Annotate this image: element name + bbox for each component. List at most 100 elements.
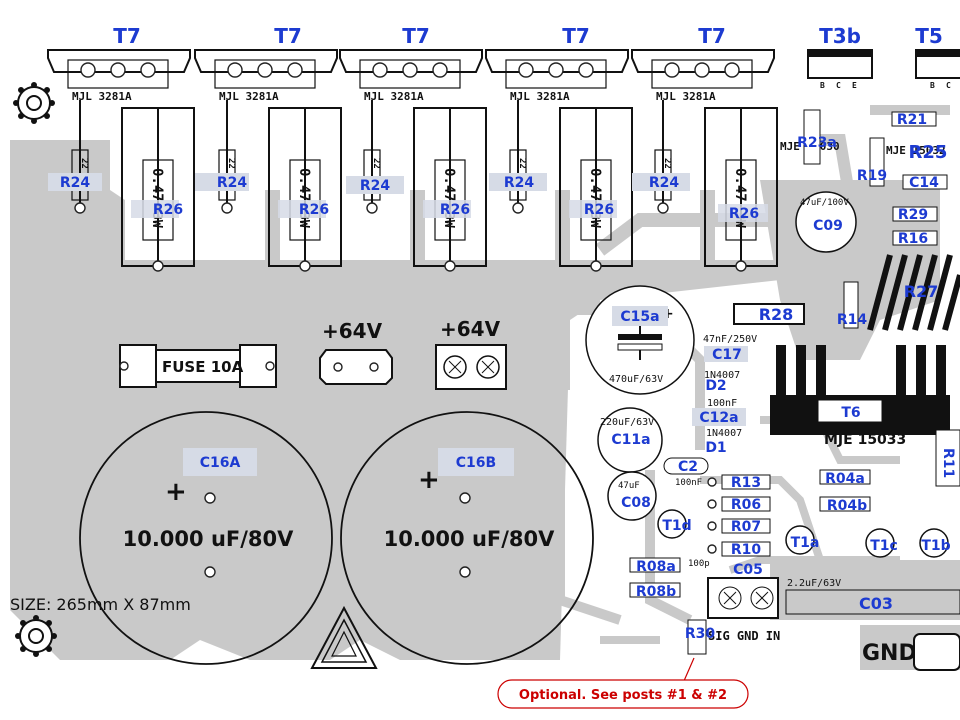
resistor-r27-coil: R27 [867,254,960,331]
r16-label: R16 [898,231,928,247]
t1b-label: T1b [921,538,950,554]
sig-gnd-label: SIG GND IN [708,629,780,643]
emitter-resistors: 22 1W R24 0.47 3W R26 22 1W R24 0.47 3W [48,100,778,272]
r04a-label: R04a [825,471,865,487]
header-t7-5: T7 [698,24,726,48]
svg-text:C: C [836,81,841,90]
header-t7-2: T7 [274,24,302,48]
c12a-label: C12a [699,410,738,426]
c2-value: 100nF [675,478,702,488]
c11a-label: C11a [611,432,650,448]
svg-text:B: B [930,81,935,90]
r11-label: R11 [940,448,956,478]
part-label: MJL 3281A [510,90,570,103]
driver-t5-part: MJE 15032 [886,144,946,157]
r24-value: 22 [79,158,89,169]
r27-label: R27 [904,282,939,301]
r24-value: 22 [371,158,381,169]
warning-triangle [310,605,378,669]
r19-label: R19 [857,168,887,184]
capacitor-c08: 47uF C08 [607,471,657,521]
r07-label: R07 [731,519,761,535]
header-t7-1: T7 [113,24,141,48]
c16a-label: C16A [200,455,241,471]
transistor-pkg-4: MJL 3281A [485,49,629,103]
driver-section: R23a R19 R21 R25 C14 R29 R16 47uF/100V C… [733,109,960,487]
r30-label: R30 [685,626,716,642]
r25-label: R25 [909,142,948,163]
c15a-label: C15a [620,309,659,325]
svg-text:E: E [852,81,857,90]
capacitor-c11a: 220uF/63V C11a [597,407,663,473]
emitter-group-3: 22 1W R24 0.47 3W R26 [346,100,487,272]
emitter-group-5: 22 1W R24 0.47 3W R26 [632,100,778,272]
mounting-hole-bottom [15,615,57,657]
r24-label: R24 [504,175,535,191]
r26-label: R26 [729,206,759,222]
svg-text:B: B [820,81,825,90]
d2-label: D2 [705,378,726,394]
r04b-label: R04b [827,498,867,514]
c14-label: C14 [909,175,939,191]
rail-connector-1: +64V [319,319,393,385]
r26-label: R26 [440,202,470,218]
r21-label: R21 [897,112,927,128]
rail-connector-2: +64V [435,317,507,390]
optional-callout[interactable]: Optional. See posts #1 & #2 [497,657,749,709]
emitter-group-1: 22 1W R24 0.47 3W R26 [48,100,195,272]
transistor-pkg-2: MJL 3281A [194,49,338,103]
r26-value: 0.47 [587,168,603,202]
gnd-label: GND [862,641,917,666]
header-t7-3: T7 [402,24,430,48]
t1a-label: T1a [791,535,820,551]
r10-label: R10 [731,542,762,558]
r24-label: R24 [360,178,391,194]
resistor-column: R13 R06 R07 R10 [707,474,771,558]
r24-value: 22 [662,158,672,169]
r28-label: R28 [759,305,794,324]
part-label: MJL 3281A [364,90,424,103]
part-label: MJL 3281A [656,90,716,103]
c16b-label: C16B [456,455,496,471]
r26-label: R26 [153,202,183,218]
power-section: FUSE 10A +64V +64V C16A + 10.000 uF/80V [10,317,594,669]
c17-label: C17 [712,347,742,363]
emitter-group-2: 22 1W R24 0.47 3W R26 [195,100,342,272]
r26-value: 0.47 [149,168,165,202]
t6-part: MJE 15033 [824,432,906,448]
r06-label: R06 [731,497,761,513]
power-transistors: MJL 3281A MJL 3281A MJL 3281A MJL 3281A … [47,49,960,157]
t1c-label: T1c [870,538,898,554]
signal-section: + C15a 470uF/63V 47nF/250V C17 1N4007 D2… [585,285,960,671]
r08a-label: R08a [636,559,676,575]
d1-value: 1N4007 [706,428,742,439]
r24-value: 22 [517,158,527,169]
svg-text:C: C [946,81,951,90]
c08-value: 47uF [618,481,640,491]
part-label: MJL 3281A [72,90,132,103]
c09-label: C09 [813,218,843,234]
r24-label: R24 [217,175,248,191]
t1d-label: T1d [662,518,691,534]
c03-value: 2.2uF/63V [787,578,841,589]
emitter-group-4: 22 1W R24 0.47 3W R26 [489,100,633,272]
c15a-value: 470uF/63V [609,374,663,385]
c05-label: C05 [733,562,763,578]
r23a-label: R23a [797,135,837,151]
capacitor-c16a: C16A + 10.000 uF/80V [79,411,333,665]
fuse-holder: FUSE 10A [119,344,277,388]
mounting-hole-top [13,82,55,124]
transistor-headers: T7 T7 T7 T7 T7 T3b T5 [113,24,943,48]
heatsink: T6 MJE 15033 [770,345,950,448]
mounting-holes [13,82,57,657]
c16a-value: 10.000 uF/80V [123,527,295,551]
r24-value: 22 [226,158,236,169]
capacitor-c16b: C16B + 10.000 uF/80V [340,411,594,665]
header-t7-4: T7 [562,24,590,48]
part-label: MJL 3281A [219,90,279,103]
c08-label: C08 [621,495,651,511]
r24-label: R24 [649,175,680,191]
c16b-plus: + [418,465,440,495]
transistor-pkg-1: MJL 3281A [47,49,191,103]
